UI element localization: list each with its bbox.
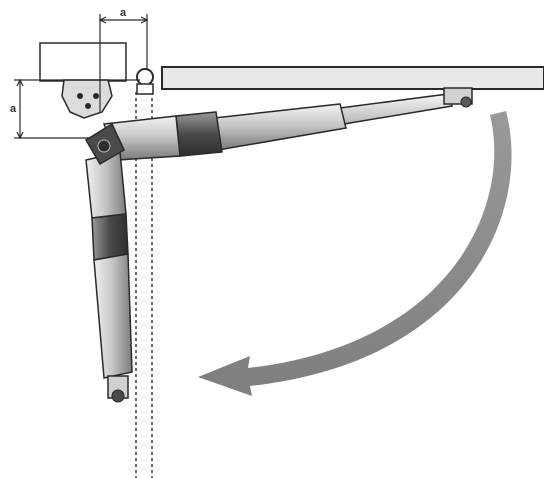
actuator-open-gate-fixing <box>107 375 129 403</box>
actuator-open-band <box>91 213 129 261</box>
actuator-closed-gate-fixing <box>443 87 473 108</box>
rear-pivot-joint <box>84 122 125 166</box>
gate-leaf <box>161 66 544 90</box>
wall-post <box>135 92 153 478</box>
actuator-open <box>85 151 133 403</box>
dimension-left <box>14 78 140 140</box>
actuator-closed <box>102 87 473 161</box>
dimension-top-label: a <box>120 7 127 19</box>
rear-bracket <box>61 79 113 119</box>
hinge-icon <box>136 68 154 95</box>
curved-arrow-icon <box>198 111 512 396</box>
dimension-top <box>98 14 149 112</box>
mounting-bracket-box <box>39 42 127 82</box>
actuator-closed-tube <box>213 103 347 151</box>
actuator-closed-rod <box>339 93 453 125</box>
dimension-left-label: a <box>10 103 17 115</box>
actuator-open-motor <box>85 151 127 219</box>
actuator-open-tube <box>93 253 133 379</box>
actuator-closed-band <box>175 111 223 157</box>
